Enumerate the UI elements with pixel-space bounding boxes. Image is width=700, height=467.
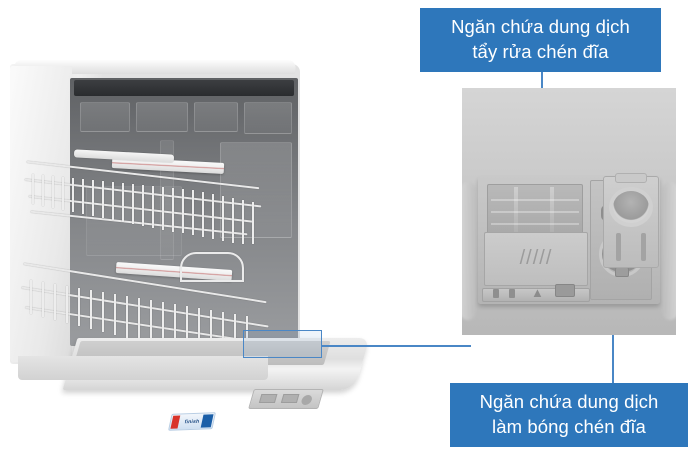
door-detergent-dispenser <box>248 389 324 409</box>
detergent-dispenser-closeup-image: ///// ▲ <box>462 88 676 335</box>
open-dishwasher-image: finish <box>4 56 370 431</box>
detergent-lid-latch-bar: ▲ <box>482 284 590 302</box>
control-strip <box>74 80 294 96</box>
detergent-compartment <box>487 184 583 236</box>
callout-line-2: làm bóng chén đĩa <box>492 415 646 437</box>
detergent-compartment-lid: ///// <box>484 232 588 286</box>
rack-arch <box>180 252 244 282</box>
lid-hinge <box>615 173 647 183</box>
callout-rinse-aid-compartment: Ngăn chứa dung dịch làm bóng chén đĩa <box>450 383 688 447</box>
finish-brand-text: finish <box>184 418 200 425</box>
dishwasher-kick-plate <box>18 356 268 380</box>
leader-line-from-dishwasher <box>321 345 471 347</box>
door-shoulder-left <box>462 181 476 321</box>
door-dispenser-highlight <box>243 330 322 358</box>
rinse-aid-lid-arm <box>603 173 659 268</box>
cavity-panel <box>220 142 292 238</box>
callout-line-1: Ngăn chứa dung dịch <box>479 391 659 413</box>
callout-line-1: Ngăn chứa dung dịch <box>451 16 630 38</box>
cavity-panel <box>194 102 238 132</box>
door-shoulder-right <box>662 181 676 321</box>
cavity-panel <box>244 102 292 134</box>
cavity-panel <box>136 102 188 132</box>
spray-lines-icon: ///// <box>519 247 553 269</box>
finish-detergent-sticker: finish <box>168 412 216 431</box>
dispenser-plate: ///// ▲ <box>478 173 660 304</box>
cavity-panel <box>80 102 130 132</box>
callout-detergent-compartment: Ngăn chứa dung dịch tẩy rửa chén đĩa <box>420 8 661 72</box>
callout-line-2: tẩy rửa chén đĩa <box>472 40 609 62</box>
rinse-aid-cap[interactable] <box>609 187 653 227</box>
latch-button[interactable] <box>555 284 575 297</box>
chevron-up-icon: ▲ <box>531 285 544 300</box>
